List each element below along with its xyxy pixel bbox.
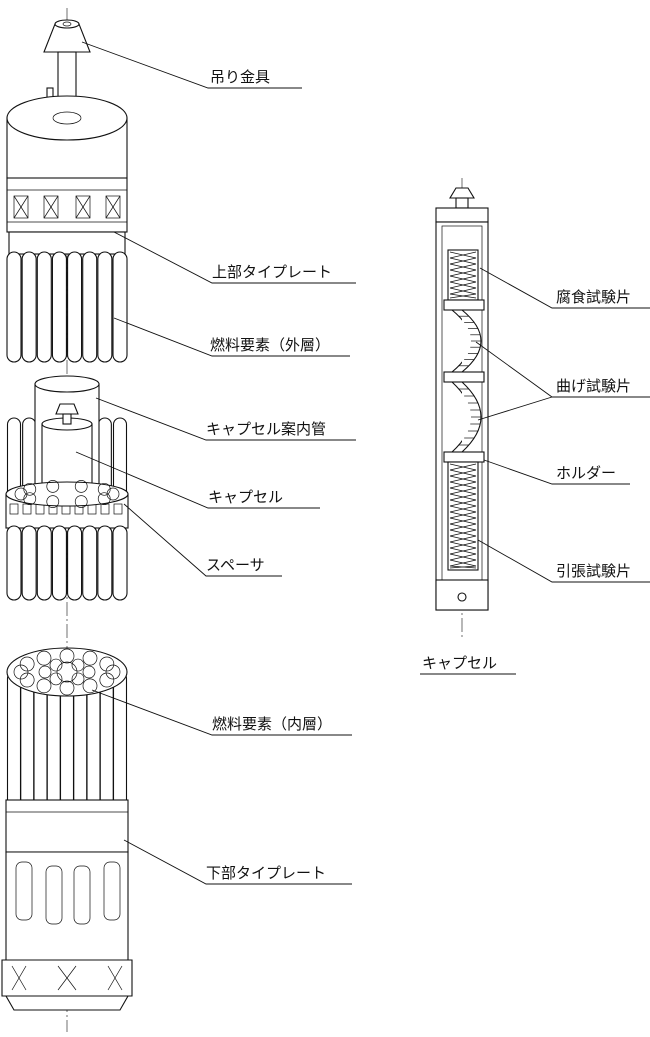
upper-tie-plate (6, 177, 128, 233)
label-fuel-element-outer: 燃料要素（外層） (210, 336, 330, 354)
holder-block (443, 451, 485, 463)
upper-assembly (6, 19, 128, 363)
lower-tie-plate-body (5, 851, 129, 961)
label-holder: ホルダー (556, 464, 616, 482)
fuel-rod (51, 525, 67, 601)
fuel-rod (82, 251, 98, 363)
leader-lines (75, 41, 650, 885)
fuel-rod (6, 671, 22, 807)
fuel-rod (67, 525, 83, 601)
fuel-rod (99, 671, 114, 807)
capsule-top-fitting (435, 207, 489, 223)
fuel-rod (112, 525, 128, 601)
fuel-rod (21, 525, 37, 601)
lower-nozzle (5, 995, 129, 1011)
fuel-rod (97, 525, 113, 601)
fuel-rod (112, 251, 128, 363)
label-capsule-right: キャプセル (422, 654, 497, 672)
labels: 吊り金具 上部タイプレート 燃料要素（外層） キャプセル案内管 キャプセル スペ… (206, 68, 631, 882)
capsule-bottom-hole (457, 592, 467, 602)
fuel-rod (6, 251, 22, 363)
fuel-rod (112, 671, 128, 807)
tie-plate-windows (13, 195, 121, 219)
label-spacer: スペーサ (206, 556, 265, 574)
capsule-top-cone (449, 187, 475, 199)
lower-tie-plate (5, 799, 129, 853)
fuel-rod (6, 525, 22, 601)
guide-tube-top (34, 375, 100, 393)
label-corrosion-specimen: 腐食試験片 (556, 288, 631, 306)
label-lifting-fixture: 吊り金具 (210, 68, 270, 86)
label-fuel-element-inner: 燃料要素（内層） (212, 715, 332, 733)
fuel-rod (67, 251, 83, 363)
fuel-rod (21, 251, 37, 363)
label-upper-tie-plate: 上部タイプレート (212, 263, 332, 281)
inner-rods-top (6, 647, 128, 697)
label-lower-tie-plate: 下部タイプレート (206, 864, 326, 882)
spacer-top (5, 481, 129, 507)
label-tensile-specimen: 引張試験片 (556, 562, 631, 580)
capsule-assembly-right (435, 187, 489, 611)
label-capsule-left: キャプセル (208, 488, 283, 506)
label-capsule-guide-tube: キャプセル案内管 (206, 420, 326, 438)
holder-block (443, 299, 485, 311)
fuel-rod (36, 251, 52, 363)
upper-head-top (6, 95, 128, 141)
holder-block (443, 371, 485, 383)
lower-assembly (1, 647, 133, 1011)
fuel-rod (97, 251, 113, 363)
middle-assembly (5, 375, 129, 601)
fuel-rod (82, 525, 98, 601)
lifting-fixture-stem (57, 51, 77, 101)
upper-tie-plate-lower-ring (8, 231, 126, 255)
label-bending-specimen: 曲げ試験片 (556, 377, 631, 395)
capsule-cap (55, 403, 79, 415)
fuel-elements-mid (6, 525, 128, 601)
fuel-rod (20, 671, 35, 807)
fuel-rod (51, 251, 67, 363)
fuel-elements-outer (6, 251, 128, 363)
lifting-fixture-top (54, 19, 80, 29)
tensile-specimen (447, 461, 479, 571)
fuel-rod (36, 525, 52, 601)
